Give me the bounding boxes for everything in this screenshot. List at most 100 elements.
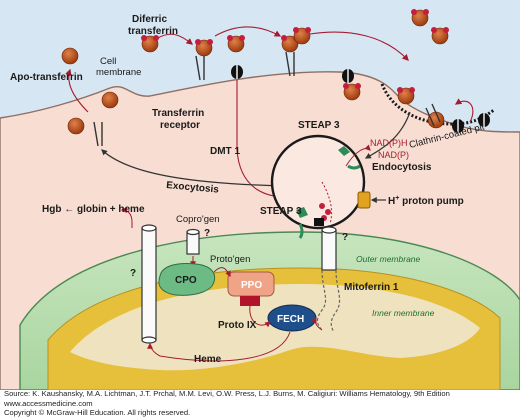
heme-synthesis-arrows <box>147 267 323 362</box>
transferrin-molecule <box>67 117 85 135</box>
arrow-to-receptor <box>157 33 194 45</box>
label-question-copro: ? <box>204 228 210 239</box>
mitoferrin-tube <box>321 229 337 271</box>
label-coprogen: Copro'gen <box>176 214 220 225</box>
iron-atom <box>305 27 311 33</box>
proton-pump <box>357 191 386 209</box>
iron-atom <box>409 87 415 93</box>
nadph-cycle <box>345 144 371 167</box>
iron-atom <box>141 35 147 41</box>
label-cpo: CPO <box>175 275 197 286</box>
heme-export-arrow <box>120 207 133 228</box>
clathrin-coat <box>380 83 495 126</box>
endosome-body <box>270 134 366 230</box>
arrow-apo-release <box>65 68 89 113</box>
label-transferrin-receptor-2: receptor <box>160 120 200 131</box>
steap3-in-endosome-top <box>338 146 350 156</box>
receptor-3 <box>285 51 295 77</box>
credits: Source: K. Kaushansky, M.A. Lichtman, J.… <box>4 389 518 418</box>
label-diferric-1: Diferric <box>132 14 167 25</box>
label-endocytosis: Endocytosis <box>372 162 432 173</box>
label-steap3-top: STEAP 3 <box>298 120 340 131</box>
credits-website: www.accessmedicine.com <box>4 398 93 408</box>
arrow-fe-to-fech <box>311 316 323 331</box>
label-question-left: ? <box>130 268 136 279</box>
steap3-in-endosome-bottom <box>296 207 308 218</box>
dmt1-endosome-channel <box>314 218 324 226</box>
label-heme: Heme <box>194 354 222 365</box>
iron-atom <box>239 35 245 41</box>
credits-copyright: Copyright © McGraw-Hill Education. All r… <box>4 408 191 418</box>
ppo-enzyme <box>227 271 275 306</box>
endosome <box>270 111 411 239</box>
label-hgb-globin-heme: Hgb ← globin + heme <box>42 204 145 215</box>
label-cell-membrane-2: membrane <box>96 67 141 78</box>
transferrin-receptors <box>93 51 441 147</box>
receptor-4 <box>425 103 441 127</box>
label-outer-membrane: Outer membrane <box>356 254 421 264</box>
coprogen-channel <box>186 228 200 268</box>
iron-metabolism-diagram: Apo-transferrin Diferric transferrin Cel… <box>0 0 520 390</box>
cpo-enzyme <box>158 263 216 296</box>
proton-pump-sup: + <box>395 195 399 202</box>
iron-atom <box>153 35 159 41</box>
label-ppo: PPO <box>241 280 262 291</box>
label-nadp: NAD(P) <box>378 150 409 160</box>
label-proto-ix: Proto IX <box>218 320 257 331</box>
credits-source: Source: K. Kaushansky, M.A. Lichtman, J.… <box>4 389 450 398</box>
iron-atom <box>443 27 449 33</box>
label-diferric-2: transferrin <box>128 26 178 37</box>
iron-atom <box>195 39 201 45</box>
heme-export-channel <box>120 207 157 344</box>
label-fech: FECH <box>277 314 304 325</box>
endocytosis-arrow <box>364 111 411 159</box>
steap3-membrane <box>347 164 361 170</box>
heme-export-tube <box>141 227 157 341</box>
label-apo-transferrin: Apo-transferrin <box>10 72 83 83</box>
iron-atom <box>431 27 437 33</box>
iron-atom <box>207 39 213 45</box>
steap3-membrane-2 <box>298 223 304 239</box>
iron-atom <box>281 35 287 41</box>
transferrin-molecule <box>61 47 79 65</box>
iron-reduction-path <box>321 181 333 225</box>
label-transferrin-receptor-1: Transferrin <box>152 108 204 119</box>
iron-atom <box>411 9 417 15</box>
label-protogen: Proto'gen <box>210 254 250 265</box>
transferrin-molecule <box>101 91 119 109</box>
coprogen-tube <box>186 231 200 255</box>
iron-atom <box>293 27 299 33</box>
dmt1-channels <box>231 65 490 133</box>
arrow-protoix-to-fech <box>249 305 271 328</box>
receptor-2 <box>93 121 103 147</box>
mitoferrin-channel <box>316 226 341 333</box>
arrow-to-pit <box>309 31 409 61</box>
label-nadph: NAD(P)H <box>370 138 408 148</box>
iron-atom <box>397 87 403 93</box>
label-dmt1: DMT 1 <box>210 146 240 157</box>
arrow-across-top <box>214 26 282 37</box>
iron-atom <box>355 83 361 89</box>
cpo-shape <box>158 263 216 296</box>
arrow-heme-out <box>147 331 291 362</box>
label-question-mito: ? <box>342 232 348 243</box>
proton-pump-body <box>357 191 371 209</box>
iron-ion-2 <box>325 209 331 215</box>
label-inner-membrane: Inner membrane <box>372 308 435 318</box>
proton-pump-suffix: proton pump <box>399 196 463 207</box>
exocytosis-arrow <box>101 149 287 187</box>
label-exocytosis: Exocytosis <box>166 180 220 196</box>
label-cell-membrane-1: Cell <box>100 56 116 67</box>
ppo-anchor <box>240 296 260 306</box>
mitoferrin-coil <box>316 269 341 333</box>
label-steap3-bottom: STEAP 3 <box>260 206 302 217</box>
arrow-pit-inward <box>454 98 474 123</box>
arrow-protogen-to-ppo <box>213 267 231 278</box>
iron-atom <box>343 83 349 89</box>
iron-atom <box>227 35 233 41</box>
receptor-1 <box>195 55 205 81</box>
iron-atom <box>423 9 429 15</box>
proton-pump-prefix: H <box>388 196 395 207</box>
iron-ion-1 <box>319 203 325 209</box>
label-proton-pump: H+ proton pump <box>388 195 464 207</box>
